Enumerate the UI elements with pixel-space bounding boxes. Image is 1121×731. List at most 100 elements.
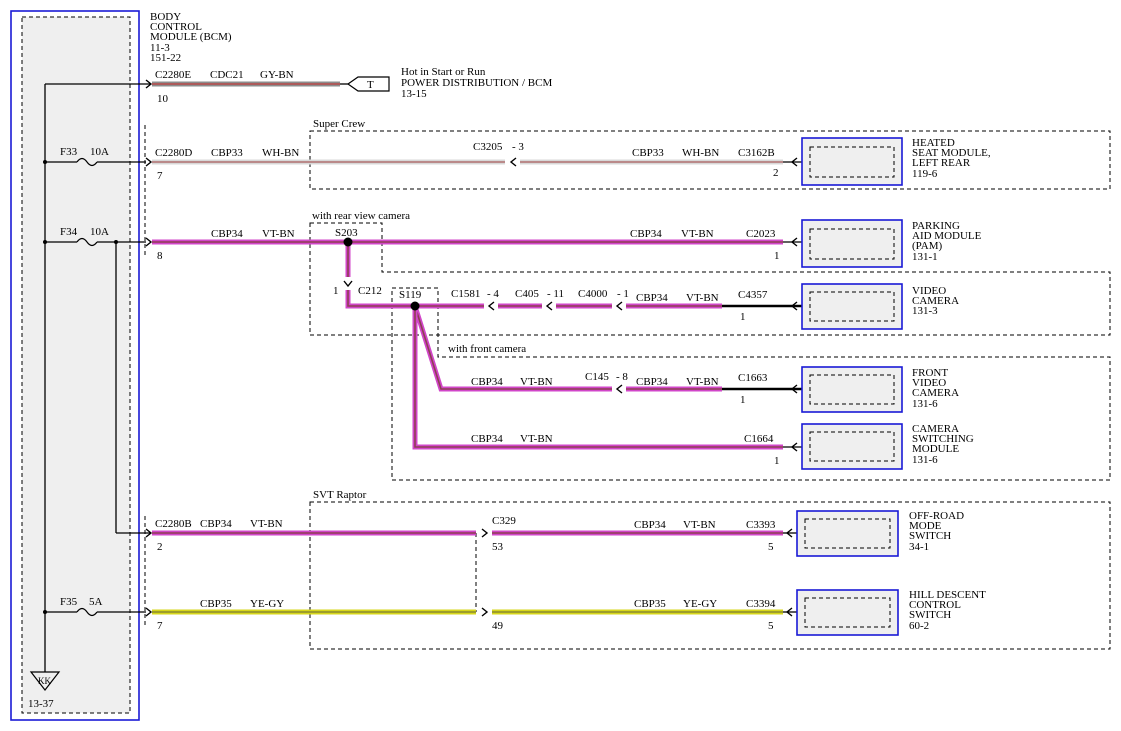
cdc21-dest-line-3: 13-15 [401, 88, 427, 100]
c1664-connector: C1664 [744, 433, 774, 445]
bcm-page-ref-1: 11-3 [150, 42, 170, 54]
front-video-line-1: FRONT [912, 367, 948, 379]
arrow-c212-icon [343, 280, 353, 288]
c2280b-pin: 2 [157, 541, 163, 553]
fvc-circuit-2: CBP34 [636, 376, 668, 388]
arrow-c2280d-icon [145, 157, 153, 167]
off-road-color-2: VT-BN [683, 519, 716, 531]
bcm-name-line-3: MODULE (BCM) [150, 31, 232, 43]
region-svt-raptor-label: SVT Raptor [313, 489, 367, 501]
fvc-color-2: VT-BN [686, 376, 719, 388]
cbp34-color: VT-BN [262, 228, 295, 240]
component-camera-switching: CAMERA SWITCHING MODULE 131-6 [801, 423, 974, 470]
bcm-name-line-1: BODY [150, 11, 181, 23]
bcm-page-ref-2: 151-22 [150, 52, 181, 64]
pam-line-1: PARKING [912, 220, 960, 232]
pam-circuit: CBP34 [630, 228, 662, 240]
arrow-c1663-icon [790, 384, 798, 394]
splice-s203 [343, 237, 353, 247]
heated-seat-line-2: SEAT MODULE, [912, 147, 991, 159]
c4000-pin: - 1 [617, 288, 629, 300]
pam-line-3: (PAM) [912, 240, 942, 252]
component-off-road: OFF-ROAD MODE SWITCH 34-1 [796, 510, 964, 557]
ground-ref: 13-37 [28, 698, 54, 710]
c2280-pin-8: 8 [157, 250, 163, 262]
terminal-t-icon [346, 76, 390, 92]
fuse-f33-rating: 10A [90, 146, 109, 158]
wire-cbp34-front-video [412, 305, 802, 392]
off-road-line-2: MODE [909, 520, 942, 532]
heated-seat-line-3: LEFT REAR [912, 157, 971, 169]
terminal-t-label: T [367, 79, 374, 91]
video-camera-line-1: VIDEO [912, 285, 946, 297]
bcm-outline [10, 10, 140, 721]
csm-color: VT-BN [520, 433, 553, 445]
component-pam: PARKING AID MODULE (PAM) 131-1 [801, 219, 982, 268]
arrow-c2280b-icon [145, 528, 153, 538]
camera-switching-line-2: SWITCHING [912, 433, 974, 445]
c2023-pin: 1 [774, 250, 780, 262]
cbp34-circuit: CBP34 [211, 228, 243, 240]
arrow-c3205-icon [509, 157, 517, 167]
wire-cbp34-drop [345, 245, 415, 309]
component-heated-seat: HEATED SEAT MODULE, LEFT REAR 119-6 [801, 137, 991, 186]
off-road-line-4: 34-1 [909, 541, 929, 553]
heated-seat-line-4: 119-6 [912, 168, 938, 180]
wire-cdc21: T [152, 76, 390, 92]
c405-connector: C405 [515, 288, 539, 300]
wire-labels: C2280E 10 CDC21 GY-BN Hot in Start or Ru… [155, 66, 780, 632]
c3162b-pin: 2 [773, 167, 779, 179]
cdc21-dest-line-2: POWER DISTRIBUTION / BCM [401, 77, 552, 89]
c145-pin: - 8 [616, 371, 628, 383]
fuse-f35-icon [76, 607, 98, 617]
arrow-c4000-icon [615, 301, 623, 311]
fuse-f34-icon [76, 237, 98, 247]
arrow-c2023-icon [790, 237, 798, 247]
pam-color: VT-BN [681, 228, 714, 240]
hill-descent-line-1: HILL DESCENT [909, 589, 986, 601]
hill-color: YE-GY [250, 598, 284, 610]
bcm-inner [21, 16, 131, 714]
video-camera-line-2: CAMERA [912, 295, 959, 307]
c3205-pin: - 3 [512, 141, 524, 153]
video-camera-line-3: 131-3 [912, 305, 938, 317]
arrow-c2280e-icon [145, 79, 153, 89]
hill-circuit: CBP35 [200, 598, 232, 610]
c2280d-connector: C2280D [155, 147, 192, 159]
c1581-connector: C1581 [451, 288, 480, 300]
hill-descent-line-3: SWITCH [909, 609, 951, 621]
c2280-pin-7: 7 [157, 620, 163, 632]
hill-color-2: YE-GY [683, 598, 717, 610]
pam-line-4: 131-1 [912, 251, 938, 263]
fvc-color: VT-BN [520, 376, 553, 388]
arrow-c329-icon [481, 528, 489, 538]
pam-line-2: AID MODULE [912, 230, 982, 242]
c212-connector: C212 [358, 285, 382, 297]
arrow-c2280-pin8-icon [145, 237, 153, 247]
arrow-c3394-icon [785, 607, 793, 617]
heated-seat-line-1: HEATED [912, 137, 955, 149]
c4000-connector: C4000 [578, 288, 608, 300]
c2280d-pin: 7 [157, 170, 163, 182]
region-front-camera-label: with front camera [448, 343, 526, 355]
off-road-line-1: OFF-ROAD [909, 510, 964, 522]
fvc-circuit: CBP34 [471, 376, 503, 388]
c3394-connector: C3394 [746, 598, 776, 610]
c1663-connector: C1663 [738, 372, 768, 384]
off-road-circuit-2: CBP34 [634, 519, 666, 531]
hill-descent-line-2: CONTROL [909, 599, 961, 611]
splice-s119-label: S119 [399, 289, 422, 301]
arrow-c405-icon [545, 301, 553, 311]
c1581-pin: - 4 [487, 288, 499, 300]
c329-connector: C329 [492, 515, 516, 527]
fuse-f33-icon [76, 157, 98, 167]
c329-pin-49: 49 [492, 620, 504, 632]
cbp33-color-2: WH-BN [682, 147, 719, 159]
fuse-f34-rating: 10A [90, 226, 109, 238]
ground-symbol-icon [29, 671, 61, 691]
fuse-f35: F35 5A [43, 596, 146, 617]
bcm-internal-bus: KK 13-37 [28, 83, 150, 710]
arrow-c3162b-icon [790, 157, 798, 167]
splice-s119 [410, 301, 420, 311]
arrow-c145-icon [615, 384, 623, 394]
